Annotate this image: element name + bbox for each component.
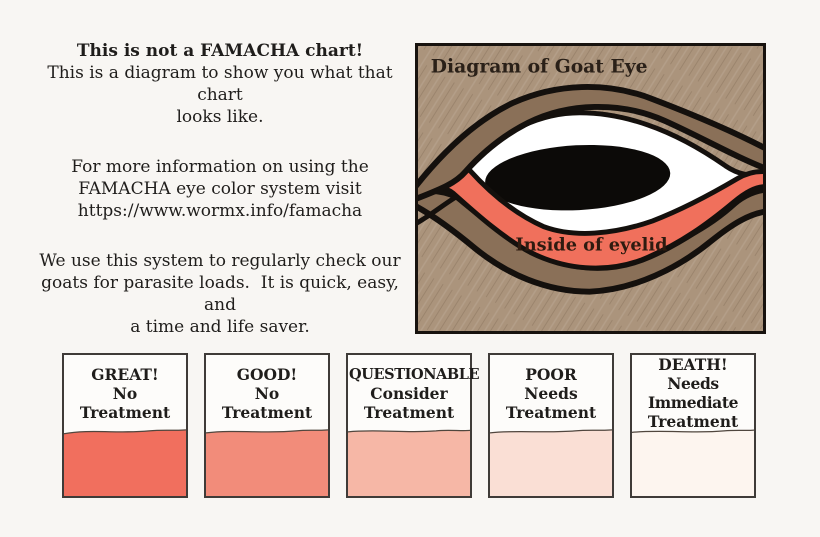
eyelid-color-swatch	[490, 427, 612, 496]
eyelid-color-swatch	[348, 427, 470, 496]
info-line: FAMACHA eye color system visit	[78, 179, 362, 199]
upper-eyelid-band	[418, 83, 763, 202]
goat-eye-diagram: Diagram of Goat Eye Inside of eyelid	[415, 43, 766, 334]
intro-paragraph-3: We use this system to regularly check ou…	[30, 250, 410, 338]
diagram-title: Diagram of Goat Eye	[431, 56, 648, 78]
intro-subtitle-line: looks like.	[176, 107, 264, 127]
intro-title: This is not a FAMACHA chart!	[76, 41, 364, 61]
score-title: GOOD!	[236, 364, 298, 384]
score-title: DEATH!	[658, 355, 728, 374]
eye-corner-crease	[418, 194, 458, 226]
score-line: Treatment	[505, 402, 597, 422]
usage-line: a time and life saver.	[130, 317, 310, 337]
goat-eye-illustration: Diagram of Goat Eye Inside of eyelid	[418, 46, 763, 331]
score-line: Needs Immediate	[647, 374, 739, 412]
score-title: QUESTIONABLE	[349, 365, 480, 383]
score-line: No Treatment	[221, 383, 313, 422]
intro-paragraph-2: For more information on using the FAMACH…	[30, 156, 410, 222]
score-line: Treatment	[363, 402, 455, 422]
score-card-poor: POOR Needs Treatment	[488, 353, 614, 498]
score-title: POOR	[525, 364, 577, 384]
score-card-death: DEATH! Needs Immediate Treatment	[630, 353, 756, 498]
famacha-url: https://www.wormx.info/famacha	[77, 201, 363, 221]
usage-line: We use this system to regularly check ou…	[39, 251, 401, 271]
eyelid-color-swatch	[632, 427, 754, 496]
score-line: Treatment	[647, 412, 739, 431]
intro-paragraph-1: This is not a FAMACHA chart! This is a d…	[30, 40, 410, 128]
eyelid-color-swatch	[206, 427, 328, 496]
intro-subtitle-line: This is a diagram to show you what that …	[47, 63, 393, 105]
score-card-questionable: QUESTIONABLE Consider Treatment	[346, 353, 480, 498]
pupil	[485, 144, 671, 211]
score-line: No Treatment	[79, 383, 171, 422]
score-title: GREAT!	[91, 364, 159, 384]
score-line: Needs	[524, 383, 578, 403]
usage-line: goats for parasite loads. It is quick, e…	[41, 273, 405, 315]
famacha-score-scale: GREAT! No Treatment GOOD! No Treatment Q…	[62, 353, 756, 498]
info-line: For more information on using the	[71, 157, 369, 177]
score-card-good: GOOD! No Treatment	[204, 353, 330, 498]
score-line: Consider	[370, 383, 448, 403]
inner-eyelid-label: Inside of eyelid	[515, 234, 667, 255]
eyelid-color-swatch	[64, 427, 186, 496]
intro-text-block: This is not a FAMACHA chart! This is a d…	[30, 40, 410, 366]
score-card-great: GREAT! No Treatment	[62, 353, 188, 498]
